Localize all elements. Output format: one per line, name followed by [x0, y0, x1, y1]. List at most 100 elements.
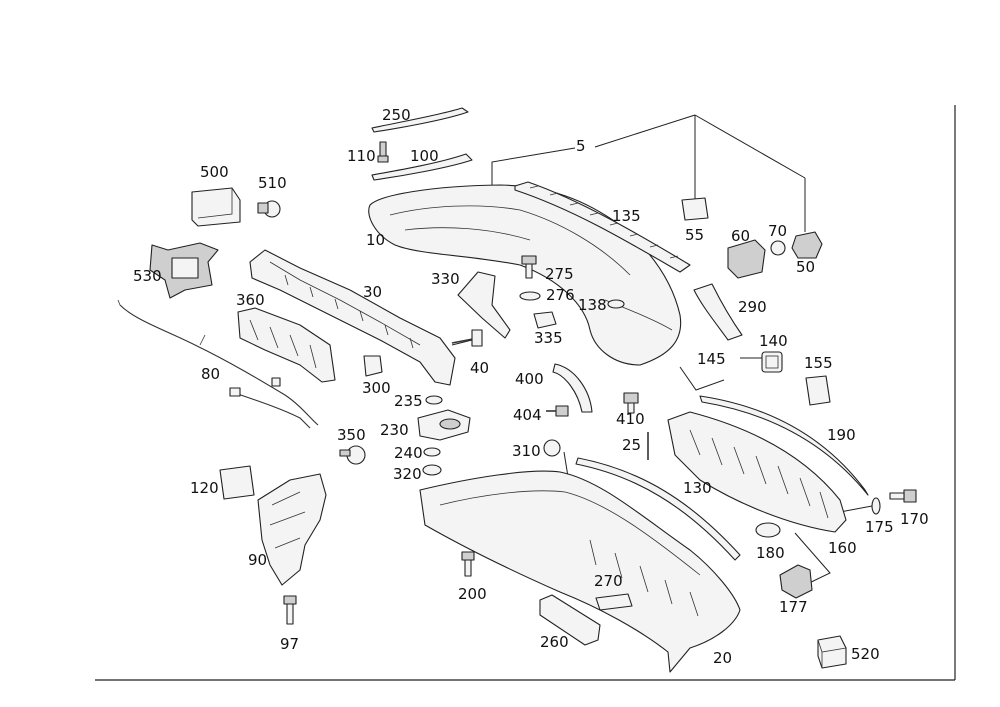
callout-155: 155 — [804, 354, 833, 372]
part-110-clip — [377, 141, 389, 163]
part-130-strip — [575, 457, 741, 561]
callout-20: 20 — [713, 649, 732, 667]
callout-190: 190 — [827, 426, 856, 444]
part-55-cap — [681, 197, 709, 221]
part-155-cover — [805, 375, 831, 406]
callout-177: 177 — [779, 598, 808, 616]
part-40-bolt — [451, 329, 483, 347]
leader-lines — [451, 114, 873, 586]
part-530-bracket — [149, 242, 219, 299]
callout-110: 110 — [347, 147, 376, 165]
part-360-absorber — [237, 307, 336, 383]
callout-275: 275 — [545, 265, 574, 283]
part-335-clip — [533, 311, 557, 329]
part-170-bolt — [889, 489, 917, 503]
callout-330: 330 — [431, 270, 460, 288]
part-275-bolt — [521, 255, 537, 279]
part-240-washer — [423, 447, 441, 457]
part-510-sensor — [257, 200, 281, 218]
part-250-strip — [371, 107, 469, 133]
part-310-grommet — [543, 439, 561, 457]
callout-90: 90 — [248, 551, 267, 569]
callout-120: 120 — [190, 479, 219, 497]
callout-290: 290 — [738, 298, 767, 316]
callout-240: 240 — [394, 444, 423, 462]
callout-500: 500 — [200, 163, 229, 181]
part-200-bolt — [461, 551, 475, 577]
callout-235: 235 — [394, 392, 423, 410]
part-160-diffuser — [667, 411, 847, 533]
part-20-bumper-lower — [419, 470, 741, 673]
callout-5: 5 — [576, 137, 586, 155]
callout-175: 175 — [865, 518, 894, 536]
callout-labels: 5 10 20 25 30 40 50 55 60 70 80 90 97 10… — [133, 106, 929, 667]
callout-260: 260 — [540, 633, 569, 651]
part-190-strip — [699, 395, 869, 496]
part-70-ring — [770, 240, 786, 256]
part-60-sensor — [727, 239, 766, 279]
callout-276: 276 — [546, 286, 575, 304]
part-90-side-bracket — [257, 473, 327, 586]
part-138-washer — [607, 299, 625, 309]
callout-40: 40 — [470, 359, 489, 377]
callout-50: 50 — [796, 258, 815, 276]
part-270-clip — [595, 593, 633, 611]
callout-510: 510 — [258, 174, 287, 192]
callout-320: 320 — [393, 465, 422, 483]
part-135-trim-strip — [514, 181, 691, 273]
part-300-mount — [363, 355, 383, 377]
callout-335: 335 — [534, 329, 563, 347]
callout-100: 100 — [410, 147, 439, 165]
part-404-screw — [546, 405, 569, 417]
callout-80: 80 — [201, 365, 220, 383]
callout-30: 30 — [363, 283, 382, 301]
callout-138: 138 — [578, 296, 607, 314]
callout-140: 140 — [759, 332, 788, 350]
callout-145: 145 — [697, 350, 726, 368]
callout-520: 520 — [851, 645, 880, 663]
part-30-impact-beam — [249, 249, 456, 386]
callout-310: 310 — [512, 442, 541, 460]
part-350-grommet — [339, 445, 366, 465]
part-330-bracket — [457, 271, 511, 339]
part-100-strip — [371, 153, 473, 181]
part-230-mount — [417, 409, 471, 441]
part-50-sensor-housing — [791, 231, 823, 259]
callout-530: 530 — [133, 267, 162, 285]
part-520-block — [817, 635, 847, 669]
part-97-screw — [283, 595, 297, 625]
part-80-wiring-harness — [117, 299, 319, 429]
callout-360: 360 — [236, 291, 265, 309]
callout-170: 170 — [900, 510, 929, 528]
part-276-washer — [519, 291, 541, 301]
callout-250: 250 — [382, 106, 411, 124]
callout-55: 55 — [685, 226, 704, 244]
part-410-bolt — [623, 392, 639, 414]
part-500-module — [191, 187, 241, 227]
part-400-trim-strip — [552, 363, 593, 413]
callout-400: 400 — [515, 370, 544, 388]
part-120-plate — [219, 465, 255, 500]
callout-160: 160 — [828, 539, 857, 557]
part-177-sensor — [779, 564, 813, 599]
callout-25: 25 — [622, 436, 641, 454]
callout-350: 350 — [337, 426, 366, 444]
callout-270: 270 — [594, 572, 623, 590]
callout-404: 404 — [513, 406, 542, 424]
callout-60: 60 — [731, 227, 750, 245]
callout-230: 230 — [380, 421, 409, 439]
callout-410: 410 — [616, 410, 645, 428]
callout-97: 97 — [280, 635, 299, 653]
part-320-spacer — [422, 464, 442, 476]
callout-135: 135 — [612, 207, 641, 225]
callout-300: 300 — [362, 379, 391, 397]
callout-200: 200 — [458, 585, 487, 603]
callout-130: 130 — [683, 479, 712, 497]
part-260-bracket — [539, 594, 601, 646]
callout-180: 180 — [756, 544, 785, 562]
part-180-cap — [755, 522, 781, 538]
part-235-washer — [425, 395, 443, 405]
part-175-washer — [871, 497, 881, 515]
part-290-trim — [693, 283, 743, 341]
